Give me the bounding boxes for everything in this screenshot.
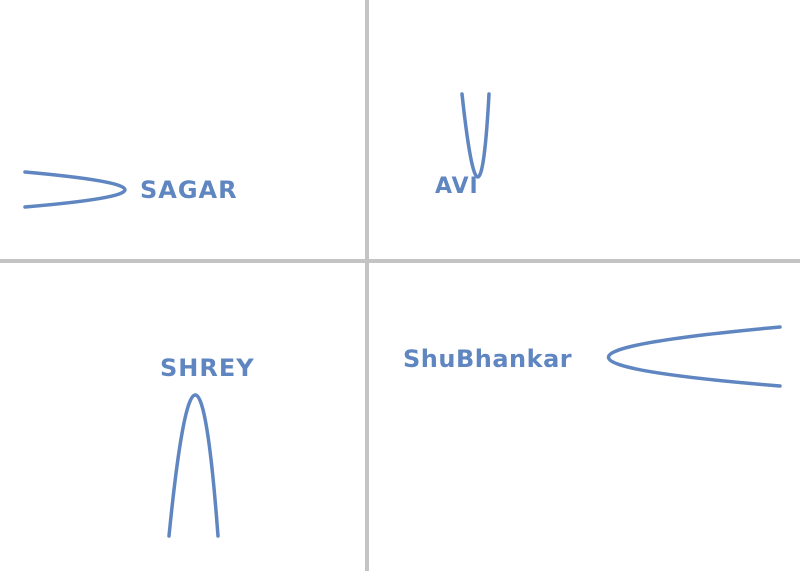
sagar-parabola-curve [23, 170, 127, 209]
label-avi: AVI [435, 174, 479, 199]
shrey-parabola-curve [167, 393, 220, 538]
label-sagar: SAGAR [140, 176, 238, 204]
label-shrey: SHREY [160, 354, 255, 382]
avi-parabola-curve [460, 92, 491, 179]
label-shubhankar: ShuBhankar [403, 345, 573, 373]
shubhankar-parabola-curve [606, 325, 782, 388]
